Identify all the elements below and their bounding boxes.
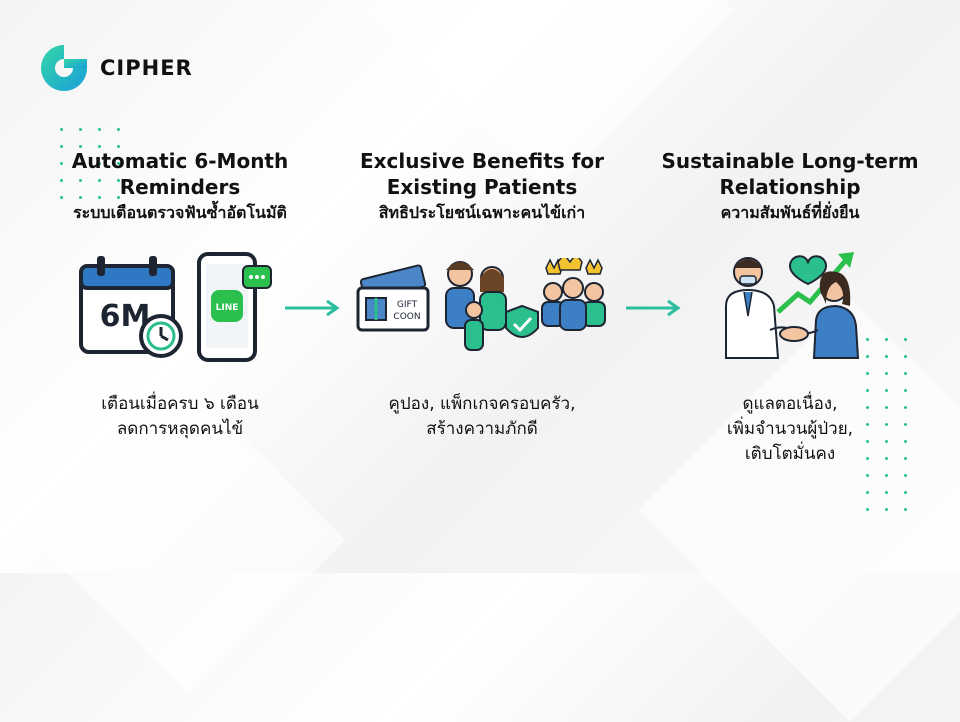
crowned-people-icon: [541, 258, 606, 331]
column-title-line2: Existing Patients: [386, 175, 578, 199]
doctor-icon: [725, 257, 780, 359]
patient-icon: [812, 271, 860, 359]
calendar-icon: 6M: [79, 256, 175, 354]
column-title-line2: Relationship: [719, 175, 861, 199]
shield-check-icon: [505, 304, 539, 338]
handshake-icon: [769, 326, 819, 342]
feature-column-reminders: Automatic 6-Month Reminders ระบบเตือนตรว…: [30, 148, 330, 224]
description-line1: คูปอง, แพ็กเกจครอบครัว,: [388, 394, 576, 414]
column-subtitle: ความสัมพันธ์ที่ยั่งยืน: [720, 203, 860, 222]
column-title-line1: Exclusive Benefits for: [359, 149, 604, 173]
cipher-logo-icon: [41, 45, 87, 91]
column-subtitle: ระบบเตือนตรวจฟันซ้ำอัตโนมัติ: [73, 203, 287, 222]
arrow-right-icon: [626, 299, 681, 317]
description-line2: เพิ่มจำนวนผู้ป่วย,: [726, 419, 854, 439]
description-line1: ดูแลตอเนื่อง,: [742, 394, 838, 414]
column-subtitle: สิทธิประโยชน์เฉพาะคนไข้เก่า: [378, 203, 586, 222]
smartphone-icon: LINE: [197, 252, 257, 362]
description-line3: เติบโตมั่นคง: [744, 444, 836, 464]
chat-bubble-icon: [242, 265, 272, 289]
line-app-label: LINE: [216, 303, 239, 313]
family-icon: [445, 261, 507, 351]
coupon-text-line1: GIFT: [397, 300, 418, 310]
column-title-line2: Reminders: [119, 175, 241, 199]
feature-description: ดูแลตอเนื่อง, เพิ่มจำนวนผู้ป่วย, เติบโตม…: [640, 392, 940, 467]
decorative-dots-left: [60, 128, 120, 199]
feature-column-benefits: Exclusive Benefits for Existing Patients…: [332, 148, 632, 224]
brand-logo: CIPHER: [38, 42, 193, 94]
decorative-dots-right: [866, 338, 907, 511]
doctor-patient-illustration: [725, 252, 860, 359]
description-line1: เตือนเมื่อครบ ๖ เดือน: [101, 394, 259, 414]
feature-column-relationship: Sustainable Long-term Relationship ความส…: [640, 148, 940, 224]
gift-coupon-icon: GIFT COON: [356, 264, 430, 332]
feature-description: คูปอง, แพ็กเกจครอบครัว, สร้างความภักดี: [332, 392, 632, 442]
column-title-line1: Sustainable Long-term: [661, 149, 919, 173]
brand-name: CIPHER: [100, 56, 193, 80]
coupon-text-line2: COON: [393, 312, 420, 322]
calendar-reminder-illustration: 6M LINE: [79, 252, 272, 362]
family-benefits-illustration: GIFT COON: [356, 258, 606, 351]
arrow-right-icon: [285, 299, 340, 317]
clock-refresh-icon: [139, 314, 183, 358]
heart-icon: [788, 255, 828, 286]
description-line2: สร้างความภักดี: [426, 419, 538, 439]
description-line2: ลดการหลุดคนไข้: [116, 419, 244, 439]
feature-description: เตือนเมื่อครบ ๖ เดือน ลดการหลุดคนไข้: [30, 392, 330, 442]
column-title-line1: Automatic 6-Month: [71, 149, 289, 173]
